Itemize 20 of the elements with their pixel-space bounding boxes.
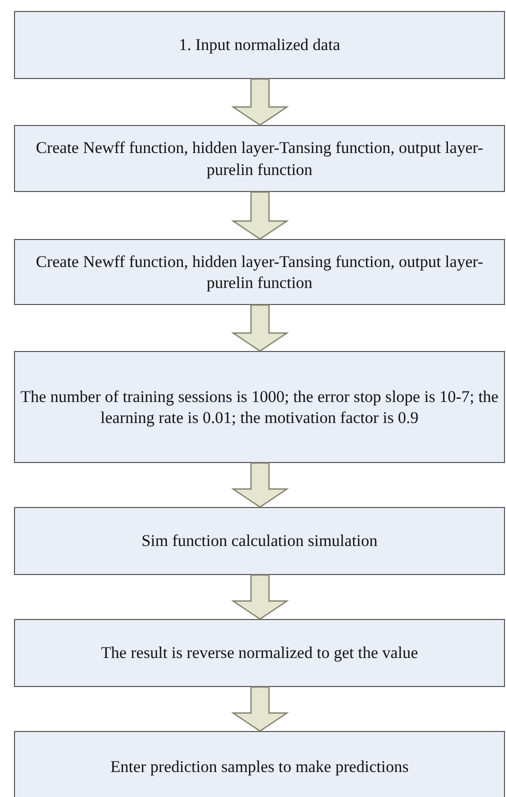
step-text: 1. Input normalized data (178, 34, 340, 56)
process-box (14, 507, 505, 575)
process-box (14, 125, 505, 192)
block-arrow (231, 304, 289, 352)
step-text: Sim function calculation simulation (141, 530, 378, 552)
block-arrow (231, 191, 289, 240)
process-box (14, 351, 505, 463)
process-box (14, 239, 505, 305)
block-arrow (231, 78, 289, 126)
process-box (14, 731, 505, 797)
step-text: The result is reverse normalized to get the value (100, 642, 418, 664)
step-text: Enter prediction samples to make predictions (110, 756, 409, 778)
process-box (14, 11, 505, 79)
step-text: Create Newff function, hidden layer-Tansing function, output layer-purelin function (34, 137, 484, 180)
block-arrow (231, 686, 289, 732)
process-box (14, 619, 505, 687)
step-text: Create Newff function, hidden layer-Tansing function, output layer-purelin function (34, 250, 484, 294)
step-text: The number of training sessions is 1000; the error stop slope is 10-7; the learning rate is 0.01; the motivation factor is 0.9 (20, 386, 500, 428)
block-arrow (231, 462, 289, 508)
block-arrow (231, 574, 289, 620)
